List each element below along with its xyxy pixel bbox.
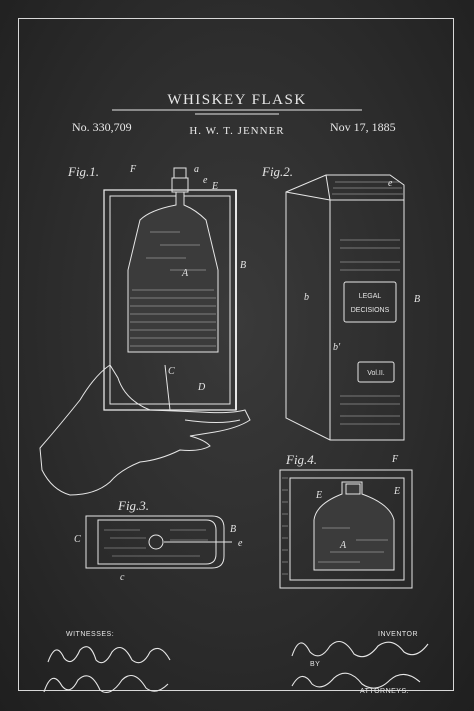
fig4-drawing [279,469,413,589]
inventor-signatures [291,640,429,689]
fig4-label: Fig.4. [285,452,317,467]
fig3-part: e [238,538,243,549]
by-label: BY [310,661,321,668]
fig2-label: Fig.2. [261,164,293,179]
poster-border [18,18,454,691]
spine-line: DECISIONS [351,307,390,314]
fig3-part: C [74,534,81,545]
fig2-part: b [304,292,309,303]
poster-title: WHISKEY FLASK [167,92,307,108]
fig3-part-letters: C B e c [74,524,243,583]
fig2-part: b' [333,342,341,353]
witness-signatures [43,646,171,693]
fig1-drawing [39,167,251,496]
fig1-label: Fig.1. [67,164,99,179]
fig1-part: E [211,181,218,192]
fig1-part: B [240,260,246,271]
fig1-part: e [203,175,208,186]
spine-line: Vol.II. [367,370,385,377]
fig2-part: e [388,178,393,189]
fig4-part: E [393,486,400,497]
patent-number: No. 330,709 [72,120,132,134]
fig3-label: Fig.3. [117,498,149,513]
inventor-label: INVENTOR [378,631,419,638]
fig1-part: a [194,164,199,175]
fig4-part-letters: F E E A [315,454,400,551]
fig1-part-letters: F a e E A B C D [129,164,246,393]
inventor-name: H. W. T. JENNER [189,125,285,137]
fig2-spine-text: LEGAL DECISIONS Vol.II. [351,293,390,377]
fig2-part: B [414,294,420,305]
fig3-part: B [230,524,236,535]
spine-line: LEGAL [359,293,382,300]
fig4-part: F [391,454,399,465]
fig4-part: A [339,540,347,551]
fig1-part: F [129,164,137,175]
patent-date: Nov 17, 1885 [330,120,396,134]
fig2-part-letters: e b B b' [304,178,420,353]
fig3-part: c [120,572,125,583]
witnesses-label: WITNESSES: [66,631,115,638]
attorneys-label: ATTORNEYS. [360,688,410,695]
fig4-part: E [315,490,322,501]
fig1-part: C [168,366,175,377]
fig1-part: D [197,382,206,393]
fig3-drawing [85,515,232,569]
fig2-drawing [285,174,405,441]
fig1-part: A [181,268,189,279]
